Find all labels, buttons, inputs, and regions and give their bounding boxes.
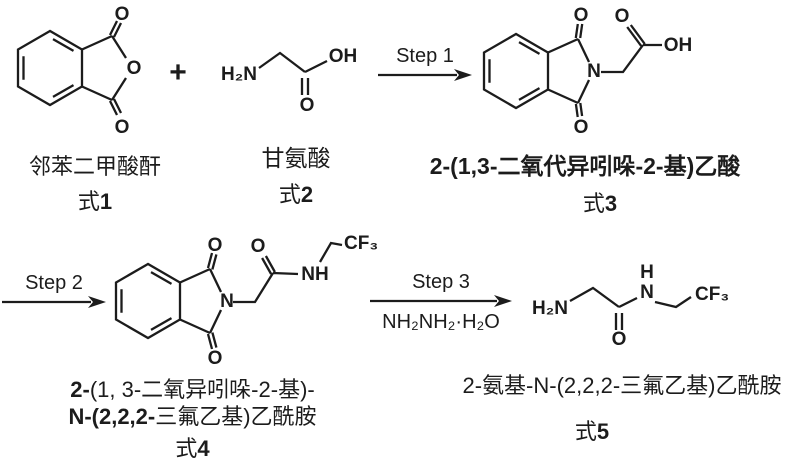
atom-label-oh: OH [329, 46, 358, 67]
formula-prefix: 式 [582, 191, 605, 216]
benzene-ring [16, 29, 84, 107]
formula-prefix: 式 [77, 189, 100, 214]
step2-arrow-block: Step 2 [2, 272, 106, 310]
arrow-head-icon [494, 295, 512, 307]
carbonyl-double-bond [300, 78, 310, 95]
benzene-ring [482, 32, 550, 110]
formula-number: 2 [300, 182, 314, 207]
atom-label-o-top: O [574, 5, 589, 26]
carbonyl-double-bond [614, 313, 624, 330]
atom-label-o-acid: O [615, 6, 630, 27]
structure-phthalimide-trifluoroethyl-acetamide: O N O O NH CF₃ [114, 233, 378, 369]
plus-operator: + [169, 56, 187, 89]
arrow-head-icon [88, 296, 106, 308]
compound2-name: 甘氨酸 [261, 145, 331, 171]
step3-label: Step 3 [412, 271, 470, 293]
compound4-name-line1: 2-(1, 3-二氧异吲哚-2-基)- [55, 377, 330, 402]
structure-phthalimide-acetic-acid: O N O O OH [482, 5, 693, 138]
skeleton-bonds [258, 51, 328, 74]
step1-label: Step 1 [396, 45, 454, 67]
atom-label-h2n: H₂N [221, 64, 257, 85]
side-chain-bonds [233, 241, 343, 304]
atom-label-o-bottom: O [115, 117, 130, 138]
compound5-name: 2-氨基-N-(2,2,2-三氟乙基)乙酰胺 [462, 373, 782, 398]
compound4-formula: 式4 [55, 431, 330, 463]
atom-label-cf3: CF₃ [344, 233, 378, 254]
atom-label-o-bottom: O [208, 348, 223, 369]
atom-label-h2n: H₂N [532, 298, 568, 319]
atom-label-n: N [220, 291, 234, 312]
anhydride-ring-bonds [81, 34, 127, 102]
step3-reagent: NH₂NH₂·H₂O [382, 311, 500, 333]
compound1-formula: 式1 [15, 184, 175, 216]
name-rest: 三氟乙基)乙酰胺 [155, 404, 317, 429]
formula-number: 4 [197, 436, 210, 461]
step1-arrow [378, 69, 472, 81]
atom-label-o-top: O [208, 235, 223, 256]
atom-label-o-amide: O [251, 236, 266, 257]
atom-label-o-bottom: O [574, 117, 589, 138]
name-bold-prefix: N-(2,2,2- [68, 404, 156, 429]
atom-label-n: N [640, 282, 654, 303]
step2-arrow [2, 296, 106, 308]
name-rest: (1, 3-二氧异吲哚-2-基)- [89, 377, 315, 402]
compound3-name: 2-(1,3-二氧代异吲哚-2-基)乙酸 [429, 153, 741, 179]
step3-arrow-block: Step 3 NH₂NH₂·H₂O [370, 271, 512, 334]
compound2-formula: 式2 [226, 177, 366, 209]
benzene-double-bonds [488, 41, 541, 101]
formula-prefix: 式 [278, 182, 301, 207]
formula-number: 1 [99, 189, 113, 214]
imide-carbonyl-double-bonds [206, 252, 218, 350]
benzene-double-bonds [120, 271, 173, 331]
formula-prefix: 式 [574, 419, 597, 444]
side-chain-bonds [601, 43, 662, 74]
formula-number: 5 [596, 419, 610, 444]
step1-arrow-block: Step 1 [378, 45, 472, 83]
atom-label-o: O [612, 329, 627, 350]
structure-glycine: H₂N OH O [221, 46, 358, 116]
atom-label-oh: OH [664, 35, 693, 56]
compound4-name-line2: N-(2,2,2-三氟乙基)乙酰胺 [55, 404, 330, 429]
imide-ring-bonds [547, 37, 591, 105]
compound5-formula: 式5 [432, 414, 752, 446]
benzene-double-bonds [22, 38, 75, 98]
atom-label-cf3: CF₃ [695, 284, 729, 305]
imide-ring-bonds [179, 267, 223, 335]
formula-number: 3 [604, 191, 618, 216]
compound3-formula: 式3 [440, 186, 760, 218]
acid-carbonyl-double-bond [626, 24, 646, 47]
benzene-ring [114, 262, 182, 340]
step3-arrow [370, 295, 512, 307]
atom-label-o-top: O [115, 4, 130, 25]
imide-carbonyl-double-bonds [574, 23, 584, 118]
structure-phthalic-anhydride: O O O [16, 4, 142, 138]
carbonyl-double-bonds [108, 20, 123, 116]
atom-label-n: N [587, 61, 601, 82]
structure-amino-trifluoroethyl-acetamide: H₂N O H N CF₃ [532, 262, 729, 350]
atom-label-o-bridge: O [127, 58, 142, 79]
atom-label-o: O [300, 95, 315, 116]
compound1-name: 邻苯二甲酸酐 [28, 154, 161, 179]
skeleton-bonds [569, 286, 692, 309]
arrow-head-icon [454, 69, 472, 81]
formula-prefix: 式 [175, 436, 198, 461]
step2-label: Step 2 [25, 272, 83, 294]
amide-carbonyl-double-bond [261, 255, 276, 275]
atom-label-h: H [640, 262, 654, 283]
atom-label-nh: NH [301, 264, 328, 285]
name-bold-prefix: 2- [70, 377, 90, 402]
